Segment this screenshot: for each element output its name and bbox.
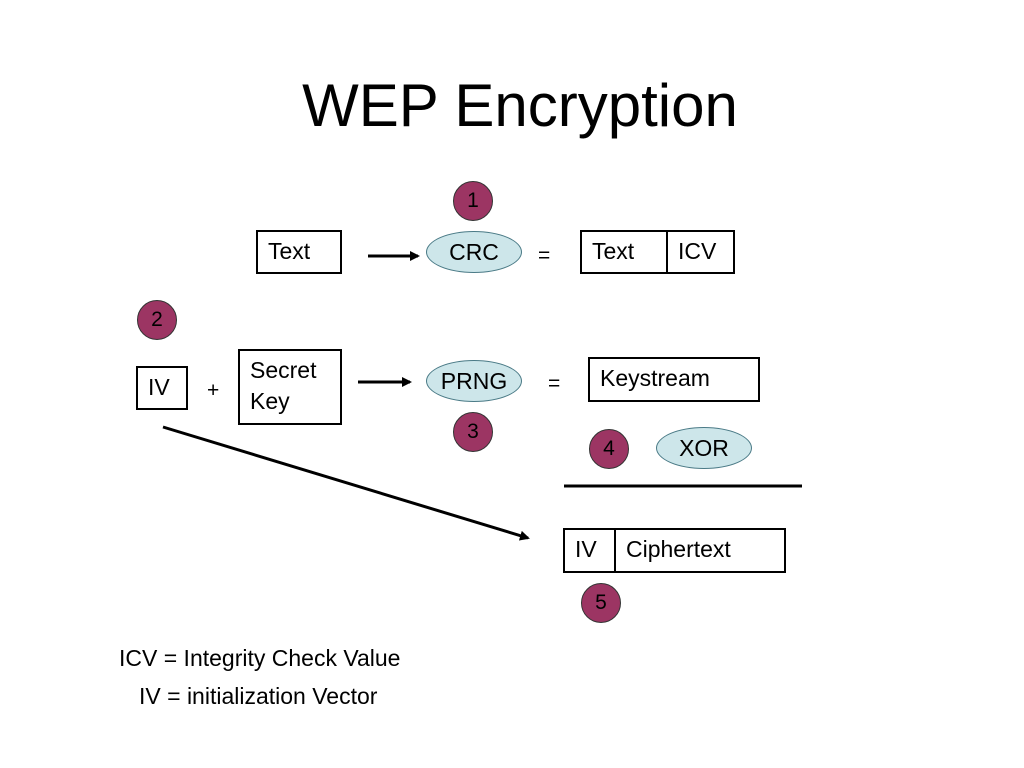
crc-ellipse: CRC	[426, 231, 522, 273]
output-text-cell: Text	[582, 232, 668, 272]
iv-ciphertext-box: IV Ciphertext	[563, 528, 786, 573]
secret-key-box: Secret Key	[238, 349, 342, 425]
input-text-box: Text	[256, 230, 342, 274]
legend-icv: ICV = Integrity Check Value	[119, 645, 401, 671]
arrow-iv-to-ciphertext	[162, 425, 530, 541]
legend-iv: IV = initialization Vector	[139, 683, 378, 709]
icv-cell: ICV	[678, 238, 717, 264]
step-2-badge: 2	[137, 300, 177, 340]
xor-ellipse: XOR	[656, 427, 752, 469]
step-4-badge: 4	[589, 429, 629, 469]
equals-sign-2: =	[548, 372, 561, 395]
prng-ellipse: PRNG	[426, 360, 522, 402]
step-1-badge: 1	[453, 181, 493, 221]
equals-sign-1: =	[538, 244, 551, 267]
step-5-badge: 5	[581, 583, 621, 623]
keystream-box: Keystream	[588, 357, 760, 402]
result-iv-cell: IV	[565, 530, 616, 571]
page-title: WEP Encryption	[302, 72, 738, 139]
plus-sign: +	[207, 379, 220, 402]
text-icv-box: Text ICV	[580, 230, 735, 274]
ciphertext-cell: Ciphertext	[626, 536, 731, 562]
iv-box: IV	[136, 366, 188, 410]
step-3-badge: 3	[453, 412, 493, 452]
